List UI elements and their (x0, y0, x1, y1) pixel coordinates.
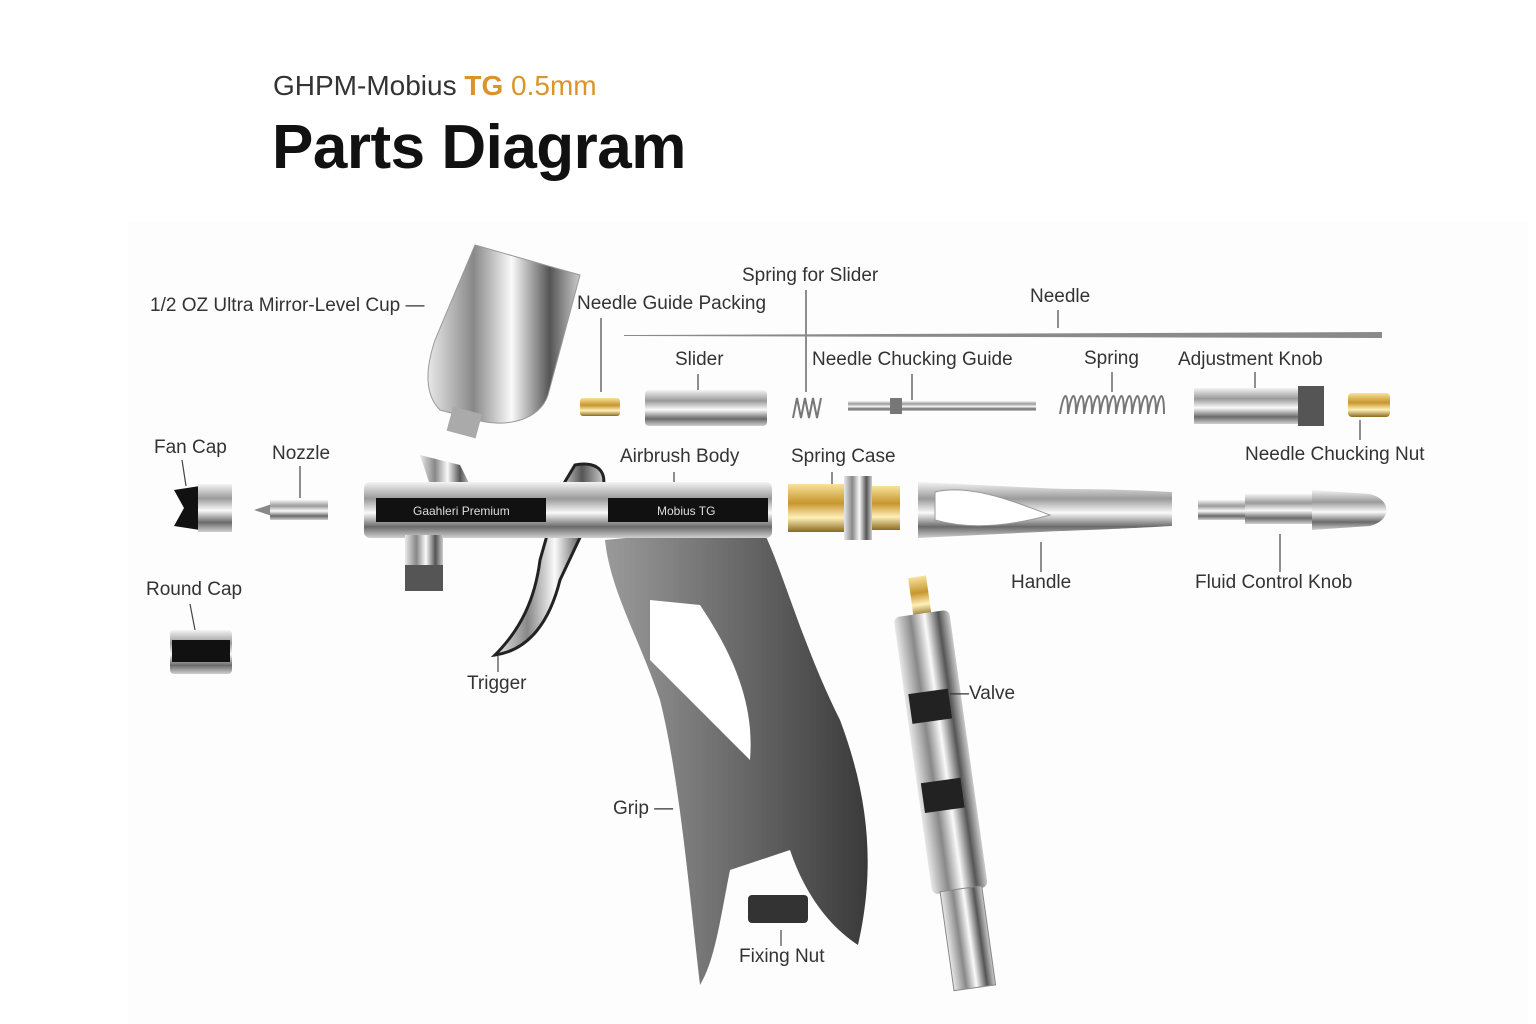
round-cap-part (170, 630, 232, 674)
spring-for-slider-part (792, 397, 822, 419)
leader-lines (181, 290, 1361, 946)
label-fixing-nut: Fixing Nut (739, 946, 825, 967)
label-nozzle: Nozzle (272, 443, 331, 464)
valve-part (894, 575, 997, 992)
label-slider: Slider (675, 349, 724, 370)
label-needle-chucking-guide: Needle Chucking Guide (812, 349, 1013, 370)
label-spring: Spring (1084, 348, 1139, 369)
needle-chucking-nut-part (1348, 393, 1390, 417)
label-grip: Grip — (613, 798, 674, 819)
label-cup: 1/2 OZ Ultra Mirror-Level Cup — (150, 295, 425, 316)
label-needle-guide-packing: Needle Guide Packing (577, 293, 767, 314)
fan-cap-part (174, 484, 232, 532)
label-airbrush-body: Airbrush Body (620, 446, 740, 467)
nozzle-part (254, 500, 328, 520)
fixing-nut-part (748, 895, 808, 923)
model-size: 0.5mm (511, 70, 597, 101)
needle-guide-packing-part (580, 398, 620, 416)
label-fan-cap: Fan Cap (154, 437, 227, 458)
needle-part (624, 332, 1382, 338)
label-round-cap: Round Cap (146, 579, 243, 600)
label-needle: Needle (1030, 286, 1091, 307)
airbrush-body-part (364, 455, 772, 591)
fluid-control-knob-part (1198, 490, 1387, 530)
label-handle: Handle (1011, 572, 1072, 593)
label-fluid-control-knob: Fluid Control Knob (1195, 572, 1353, 593)
handle-part (918, 482, 1172, 538)
needle-chucking-guide-part (848, 398, 1036, 414)
model-name: GHPM-Mobius (273, 70, 457, 101)
label-trigger: Trigger (467, 673, 527, 694)
page-title: Parts Diagram (272, 113, 686, 182)
body-print-left: Gaahleri Premium (413, 504, 510, 518)
label-spring-case: Spring Case (791, 446, 896, 467)
spring-case-part (788, 476, 900, 540)
body-print-right: Mobius TG (657, 504, 716, 518)
slider-part (645, 390, 767, 426)
adjustment-knob-part (1194, 386, 1324, 426)
label-valve: —Valve (950, 683, 1016, 704)
model-subtitle: GHPM-Mobius TG 0.5mm (273, 70, 597, 102)
label-adjustment-knob: Adjustment Knob (1178, 349, 1323, 370)
label-spring-for-slider: Spring for Slider (742, 265, 879, 286)
model-variant: TG (464, 70, 504, 101)
grip-window (650, 600, 751, 760)
cup-part (427, 244, 581, 439)
label-needle-chucking-nut: Needle Chucking Nut (1245, 444, 1425, 465)
grip-part (605, 525, 868, 985)
spring-part (1059, 395, 1165, 415)
